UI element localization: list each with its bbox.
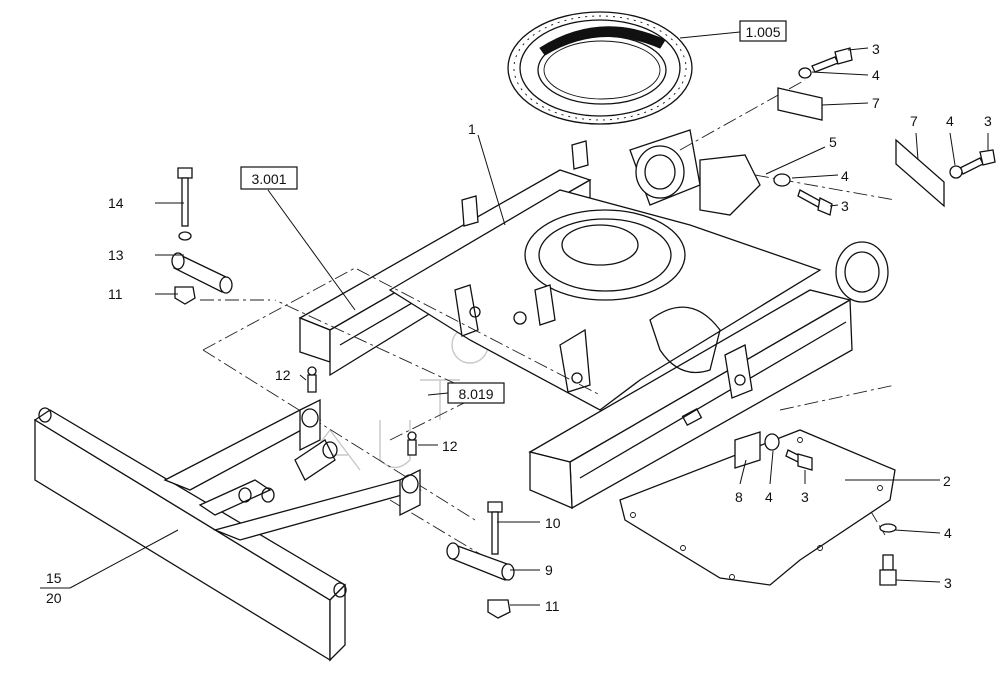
callout-3-lower: 3 bbox=[801, 489, 809, 505]
svg-text:8.019: 8.019 bbox=[458, 386, 493, 402]
callout-20: 20 bbox=[46, 590, 62, 606]
callout-4-lower: 4 bbox=[765, 489, 773, 505]
leader-lines bbox=[40, 31, 989, 606]
callout-14: 14 bbox=[108, 195, 124, 211]
reference-box-1005: 1.005 bbox=[739, 20, 787, 42]
fasteners bbox=[171, 47, 996, 619]
callout-4-mid: 4 bbox=[841, 168, 849, 184]
callout-13: 13 bbox=[108, 247, 124, 263]
callout-10: 10 bbox=[545, 515, 561, 531]
svg-text:1.005: 1.005 bbox=[745, 24, 780, 40]
svg-text:3.001: 3.001 bbox=[251, 171, 286, 187]
callout-12-right: 12 bbox=[442, 438, 458, 454]
callout-15: 15 bbox=[46, 570, 62, 586]
callout-11-left: 11 bbox=[108, 286, 123, 302]
callout-7-right: 7 bbox=[910, 113, 918, 129]
callout-3-mid: 3 bbox=[841, 198, 849, 214]
callout-2: 2 bbox=[943, 473, 951, 489]
callout-7-top: 7 bbox=[872, 95, 880, 111]
callout-3-bottom: 3 bbox=[944, 575, 952, 591]
callout-11-bottom: 11 bbox=[545, 598, 560, 614]
callout-3-right: 3 bbox=[984, 113, 992, 129]
callout-4-bottom: 4 bbox=[944, 525, 952, 541]
callout-labels: 1 2 3 3 3 3 3 4 4 4 4 4 5 7 7 8 9 10 11 … bbox=[46, 41, 992, 614]
dozer-blade bbox=[33, 398, 422, 662]
callout-8: 8 bbox=[735, 489, 743, 505]
callout-4-top: 4 bbox=[872, 67, 880, 83]
reference-box-8019: 8.019 bbox=[447, 382, 505, 404]
reference-box-3001: 3.001 bbox=[240, 166, 298, 190]
callout-1: 1 bbox=[468, 121, 476, 137]
callout-12-left: 12 bbox=[275, 367, 291, 383]
callout-3-top: 3 bbox=[872, 41, 880, 57]
cover-plate bbox=[619, 429, 896, 586]
name-plates bbox=[734, 87, 945, 469]
slewing-ring bbox=[507, 11, 693, 125]
callout-5: 5 bbox=[829, 134, 837, 150]
callout-4-right: 4 bbox=[946, 113, 954, 129]
callout-9: 9 bbox=[545, 562, 553, 578]
